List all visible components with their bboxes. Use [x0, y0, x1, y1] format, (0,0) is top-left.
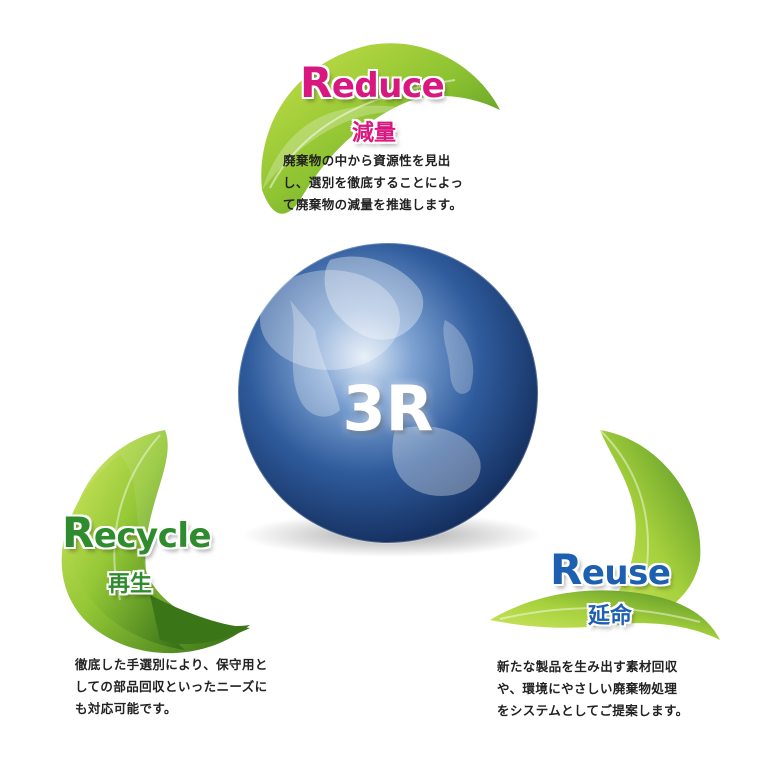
reuse-description: 新たな製品を生み出す素材回収 や、環境にやさしい廃棄物処理 をシステムとしてご提…: [497, 656, 689, 722]
reduce-line-1: 廃棄物の中から資源性を見出: [283, 153, 451, 168]
recycle-title-initial: R: [62, 508, 94, 557]
recycle-line-2: しての部品回収といったニーズに: [75, 679, 268, 694]
reduce-description: 廃棄物の中から資源性を見出 し、選別を徹底することによっ て廃棄物の減量を推進し…: [283, 150, 463, 216]
reduce-line-2: し、選別を徹底することによっ: [283, 175, 464, 190]
reuse-title-rest: euse: [581, 553, 671, 593]
recycle-line-3: も対応可能です。: [75, 701, 177, 716]
recycle-description: 徹底した手選別により、保守用と しての部品回収といったニーズに も対応可能です。: [75, 654, 268, 720]
reduce-line-3: て廃棄物の減量を推進します。: [283, 197, 463, 212]
reuse-line-3: をシステムとしてご提案します。: [497, 703, 689, 718]
reuse-line-2: や、環境にやさしい廃棄物処理: [497, 681, 678, 696]
reduce-title-rest: educe: [331, 66, 445, 106]
reuse-kanji: 延命: [588, 604, 633, 629]
reduce-kanji: 減量: [352, 121, 397, 146]
reduce-title: Reduce: [300, 58, 445, 107]
reuse-title: Reuse: [550, 545, 671, 594]
recycle-line-1: 徹底した手選別により、保守用と: [75, 657, 268, 672]
reuse-line-1: 新たな製品を生み出す素材回収: [497, 659, 678, 674]
reduce-title-initial: R: [300, 58, 332, 107]
recycle-kanji: 再生: [108, 572, 153, 597]
reuse-title-initial: R: [550, 545, 582, 594]
globe-label-3r: 3R: [342, 372, 434, 445]
recycle-title: Recycle: [62, 508, 212, 557]
recycle-title-rest: ecycle: [93, 516, 212, 556]
